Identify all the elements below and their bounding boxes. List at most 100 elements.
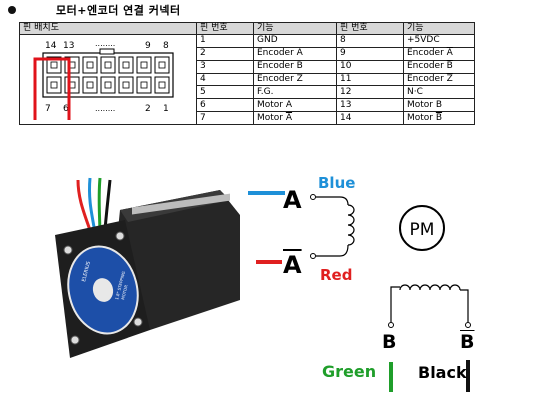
connector-pin <box>136 56 152 74</box>
pin-number: 3 <box>196 59 254 74</box>
pin-number: 11 <box>336 72 404 87</box>
motor-shaft-hub <box>92 278 114 302</box>
motor-flange-ring <box>132 193 230 215</box>
connector-diagram-cell: 14 13 ........ 9 8 7 6 ........ 2 1 <box>19 34 197 137</box>
motor-body-side <box>110 190 240 330</box>
coil-a-bar-label: A <box>283 251 302 279</box>
table-row: 6 Motor A 13 Motor B <box>20 98 475 113</box>
pin-function: Encoder B <box>253 59 337 74</box>
coil-b-bar-text: B <box>460 331 475 353</box>
motor-wires <box>76 177 112 243</box>
coil-b-winding <box>399 284 461 291</box>
connector-pin-socket <box>86 81 94 89</box>
pin-function: F.G. <box>253 85 337 100</box>
wire-black-label: Black <box>418 363 467 382</box>
screw-icon <box>63 245 73 255</box>
connector-latch <box>99 48 115 55</box>
pin-number: 6 <box>196 98 254 113</box>
coil-a-label: A <box>283 186 302 214</box>
pin-function: Encoder Z <box>253 72 337 87</box>
connector-pin <box>100 76 116 94</box>
connector-pin-socket <box>122 81 130 89</box>
connector-pin <box>154 76 170 94</box>
motor-label-text-2: 1.8° STEPPING <box>114 271 126 301</box>
wire-red-label: Red <box>320 266 353 284</box>
connector-pin <box>118 56 134 74</box>
motor-label-disk <box>68 246 138 334</box>
header-pin-b: 핀 번호 <box>336 22 404 35</box>
pin-label-1: 1 <box>163 104 169 114</box>
pm-rotor-symbol <box>399 205 445 251</box>
pin-number: 5 <box>196 85 254 100</box>
table-row: 5 F.G. 12 N·C <box>20 85 475 100</box>
pin-number: 4 <box>196 72 254 87</box>
header-func-a: 기능 <box>253 22 337 35</box>
table-row: 3 Encoder B 10 Encoder B <box>20 59 475 74</box>
motor-label-text-3: MOTOR <box>120 284 129 300</box>
pin-table-header: 핀 배치도 핀 번호 기능 핀 번호 기능 <box>19 22 475 35</box>
motor-label-text-1: ELERIUS <box>81 261 92 283</box>
pin-label-14: 14 <box>45 41 57 51</box>
pin-function: Motor A <box>253 111 337 125</box>
pin-label-2: 2 <box>145 104 151 114</box>
pin-function: +5VDC <box>403 34 475 48</box>
title-text: 모터+엔코더 연결 커넥터 <box>56 4 181 17</box>
connector-pin-socket <box>104 81 112 89</box>
pin-label-6: 6 <box>63 104 69 114</box>
connector-pin-socket <box>140 61 148 69</box>
coil-a-winding <box>347 204 355 246</box>
connector-diagram: 14 13 ........ 9 8 7 6 ........ 2 1 <box>33 39 174 137</box>
connector-pin-socket <box>140 81 148 89</box>
connector-pin <box>82 56 98 74</box>
connector-pin-socket <box>86 61 94 69</box>
connector-pin-socket <box>158 61 166 69</box>
connector-pin <box>154 56 170 74</box>
pin-number: 7 <box>196 111 254 125</box>
func-text: Motor A <box>257 112 293 123</box>
terminal-icon <box>310 253 316 259</box>
connector-pin-socket <box>122 61 130 69</box>
connector-pin <box>82 76 98 94</box>
pin-label-9: 9 <box>145 41 151 51</box>
bullet-icon <box>8 6 16 14</box>
coil-b-label: B <box>382 331 397 353</box>
connector-pin-socket <box>158 81 166 89</box>
pin-function: Motor B <box>403 98 475 113</box>
pin-number: 8 <box>336 34 404 48</box>
func-text: Encoder B <box>407 61 453 72</box>
pin-function: Motor A <box>253 98 337 113</box>
pm-label: PM <box>410 220 435 240</box>
pin-number: 10 <box>336 59 404 74</box>
coil-a-bar-text: A <box>283 251 302 279</box>
connector-pin-socket <box>104 61 112 69</box>
connector-pin <box>46 76 62 94</box>
pin-number: 14 <box>336 111 404 125</box>
table-row: 7 Motor A 14 Motor B <box>20 111 475 125</box>
screw-icon <box>70 335 80 345</box>
func-text: Motor B <box>407 112 443 123</box>
pin-number: 1 <box>196 34 254 48</box>
section-title: 모터+엔코더 연결 커넥터 <box>8 2 181 18</box>
screw-icon <box>133 317 143 327</box>
connector-dots-top: ........ <box>95 39 115 48</box>
pin-function: Encoder A <box>403 46 475 61</box>
pin-function: N·C <box>403 85 475 100</box>
pin-function: GND <box>253 34 337 48</box>
wire-blue-label: Blue <box>318 174 356 192</box>
pin-label-13: 13 <box>63 41 74 51</box>
motor-front-face <box>55 220 150 358</box>
connector-pin <box>64 76 80 94</box>
table-row: 2 Encoder A 9 Encoder A <box>20 46 475 61</box>
connector-pin <box>46 56 62 74</box>
header-layout: 핀 배치도 <box>19 22 197 35</box>
func-text: Encoder A <box>407 48 453 59</box>
pin-number: 12 <box>336 85 404 100</box>
header-func-b: 기능 <box>403 22 475 35</box>
pin-label-8: 8 <box>163 41 169 51</box>
pin-number: 2 <box>196 46 254 61</box>
func-text: Encoder Z <box>407 73 453 84</box>
connector-pin-socket <box>50 81 58 89</box>
connector-pin <box>136 76 152 94</box>
table-row: 14 13 ........ 9 8 7 6 ........ 2 1 1 GN… <box>19 34 475 137</box>
wire-green-label: Green <box>322 362 377 381</box>
